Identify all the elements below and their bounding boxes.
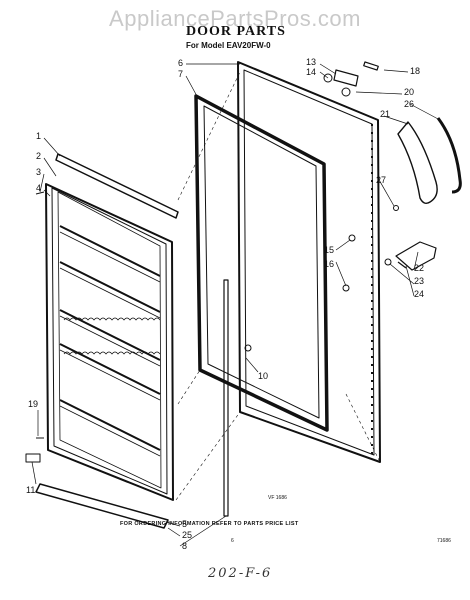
callout-22: 22	[414, 263, 425, 273]
callout-5: 5	[182, 519, 188, 529]
inner-door-liner	[45, 183, 174, 501]
door-gasket	[194, 94, 329, 432]
leader-lines	[31, 63, 441, 547]
top-trim-strip	[55, 153, 179, 219]
fasteners	[25, 73, 399, 463]
callout-10: 10	[258, 371, 269, 381]
callout-7: 7	[178, 69, 184, 79]
model-subtitle: For Model EAV20FW-0	[186, 41, 271, 50]
callout-4: 4	[36, 183, 42, 193]
vertical-rod	[223, 279, 229, 517]
callout-13: 13	[306, 57, 317, 67]
callout-27: 27	[376, 175, 387, 185]
callout-8: 8	[182, 541, 188, 551]
callout-16: 16	[324, 259, 335, 269]
figure-ref-b: 71686	[437, 538, 451, 544]
ordering-note: FOR ORDERING INFORMATION REFER TO PARTS …	[120, 521, 299, 527]
door-handle	[397, 121, 438, 205]
callout-20: 20	[404, 87, 415, 97]
alignment-lines	[175, 71, 381, 501]
callout-14: 14	[306, 67, 317, 77]
outer-door-panel	[237, 61, 381, 463]
callout-3: 3	[36, 167, 42, 177]
bottom-trim-strip	[35, 483, 169, 529]
callout-2: 2	[36, 151, 42, 161]
callout-26: 26	[404, 99, 415, 109]
figure-ref-a: VF 1686	[268, 495, 287, 501]
page-number: 6	[231, 538, 234, 544]
callout-24: 24	[414, 289, 425, 299]
callout-25: 25	[182, 530, 193, 540]
lower-hinge	[395, 241, 437, 271]
hinge-bracket	[333, 69, 359, 87]
watermark: AppliancePartsPros.com	[109, 6, 361, 31]
callout-19: 19	[28, 399, 39, 409]
callout-18: 18	[410, 66, 421, 76]
callout-23: 23	[414, 276, 425, 286]
callout-11: 11	[26, 485, 36, 495]
handwritten-code: 202-F-6	[208, 566, 273, 581]
callout-1: 1	[36, 131, 42, 141]
callout-21: 21	[380, 109, 391, 119]
handle-trim	[436, 117, 462, 194]
diagram-title: DOOR PARTS	[186, 24, 286, 39]
callout-15: 15	[324, 245, 335, 255]
callout-6: 6	[178, 58, 184, 68]
hinge-pin	[363, 61, 379, 71]
shelf-retainers	[63, 317, 161, 355]
